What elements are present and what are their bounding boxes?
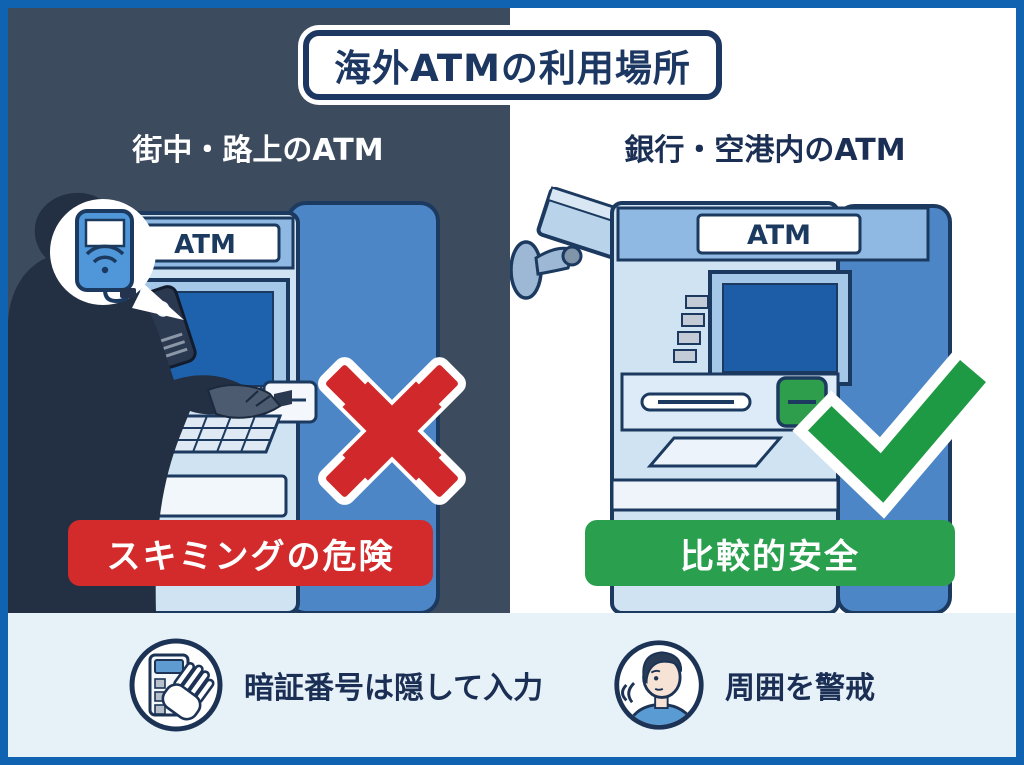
cross-mark-icon bbox=[318, 357, 466, 505]
title-box: 海外ATMの利用場所 bbox=[303, 30, 722, 100]
tip-stay-alert-label: 周囲を警戒 bbox=[725, 671, 875, 706]
heading-street-atm: 街中・路上のATM bbox=[132, 133, 384, 168]
tip-stay-alert: 周囲を警戒 bbox=[611, 613, 875, 757]
street-atm-illustration: ATM bbox=[8, 192, 466, 613]
page-title: 海外ATMの利用場所 bbox=[334, 47, 691, 90]
atm-side-buttons bbox=[673, 295, 709, 363]
hand-covering-keypad-icon bbox=[129, 638, 223, 732]
atm-sign-label: ATM bbox=[747, 220, 811, 251]
panel-street-atm: ATM bbox=[8, 8, 510, 613]
skimmer-speech-bubble-icon bbox=[50, 199, 184, 320]
safe-banner: 比較的安全 bbox=[585, 520, 955, 586]
check-mark-icon bbox=[792, 344, 1002, 519]
danger-banner: スキミングの危険 bbox=[68, 520, 433, 586]
atm-sign-plate bbox=[696, 213, 862, 255]
person-looking-around-icon bbox=[614, 640, 704, 730]
heading-bank-atm: 銀行・空港内のATM bbox=[624, 133, 906, 168]
atm-tray bbox=[646, 436, 784, 468]
footer-tips-bar: 暗証番号は隠して入力 周囲を警戒 bbox=[8, 613, 1016, 757]
atm-sign-label: ATM bbox=[174, 230, 236, 260]
bank-atm-illustration: ATM bbox=[510, 186, 1002, 613]
panel-bank-atm: ATM bbox=[510, 8, 1016, 613]
thief-silhouette-icon bbox=[8, 192, 282, 613]
thief-hand bbox=[206, 384, 282, 419]
tip-hide-pin: 暗証番号は隠して入力 bbox=[126, 613, 543, 757]
tip-hide-pin-label: 暗証番号は隠して入力 bbox=[244, 671, 544, 706]
